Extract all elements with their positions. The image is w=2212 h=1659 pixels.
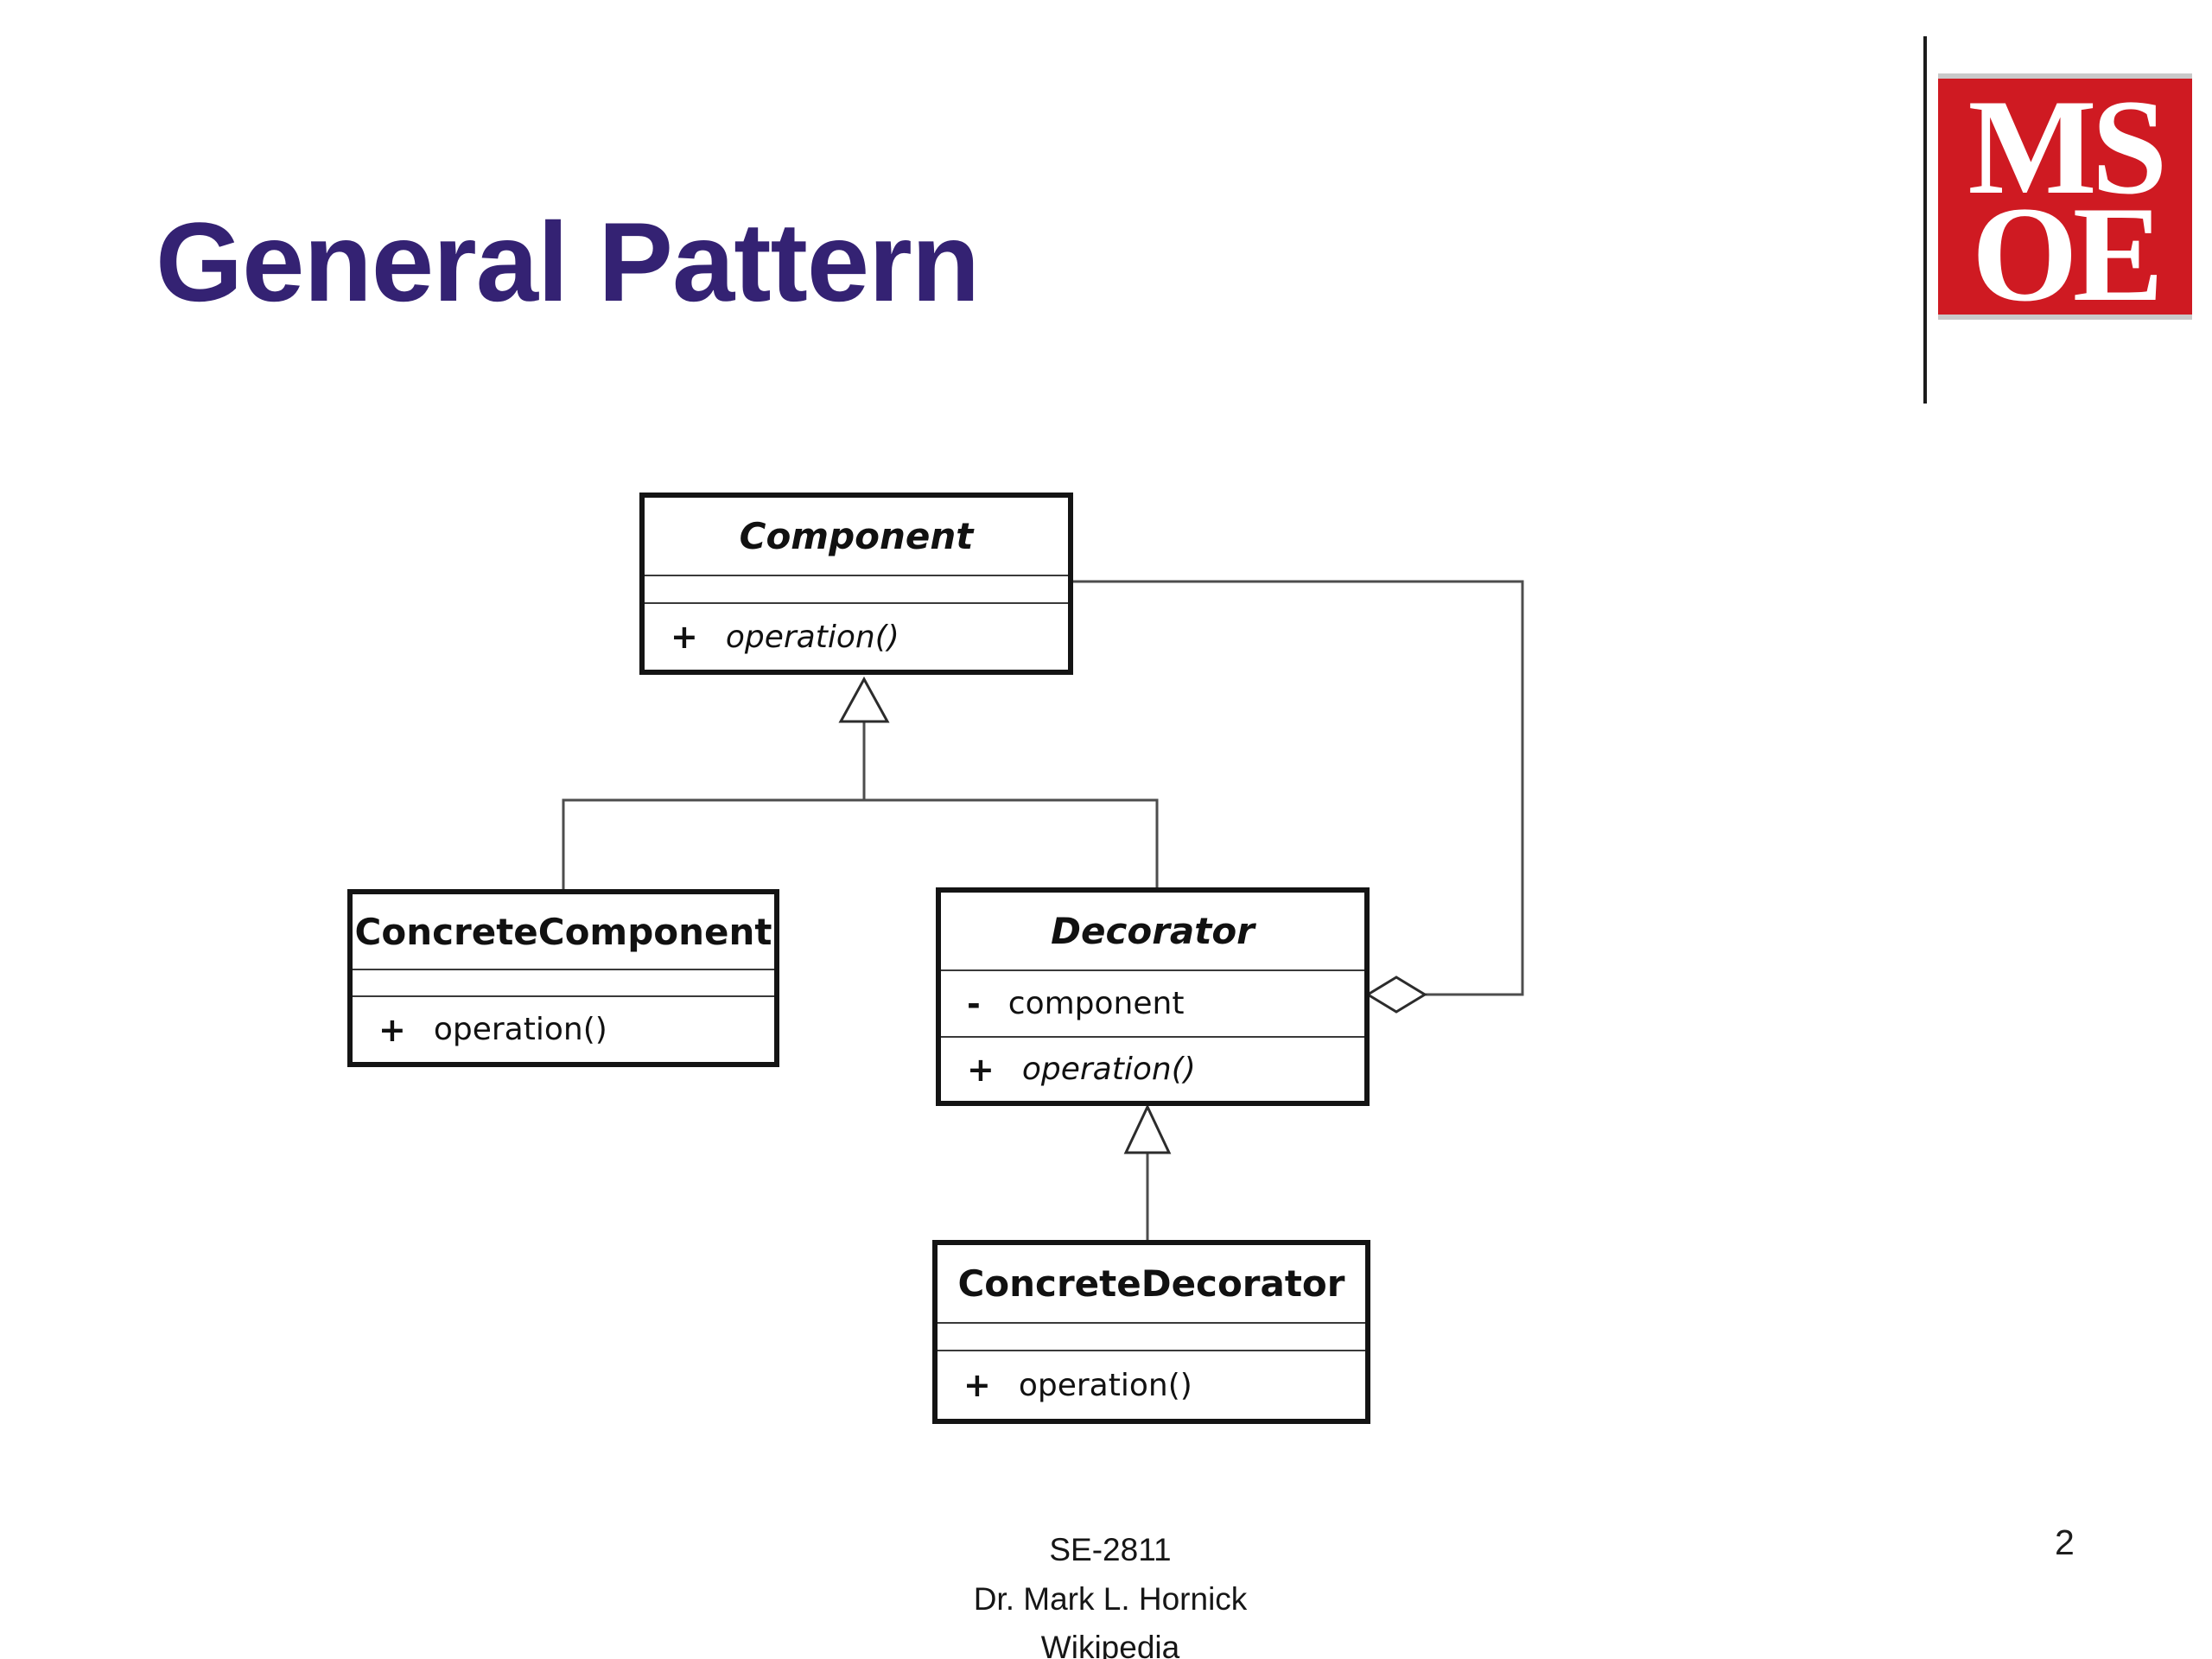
class-operations-row: + operation(): [941, 1038, 1364, 1101]
class-operations-row: + operation(): [938, 1351, 1365, 1419]
class-name-text: ConcreteDecorator: [957, 1262, 1345, 1305]
operation-visibility: +: [671, 618, 698, 656]
class-attributes-row-empty: [353, 970, 774, 997]
footer-course: SE-2811: [1049, 1532, 1172, 1567]
generalization-arrowhead-decorator: [1123, 1103, 1172, 1154]
class-attributes-row: - component: [941, 971, 1364, 1038]
operation-visibility: +: [967, 1050, 995, 1089]
generalization-arrowhead-component: [838, 676, 890, 723]
operation-signature: operation(): [1021, 1052, 1196, 1087]
uml-class-concrete-component: ConcreteComponent + operation(): [347, 889, 779, 1067]
class-attributes-row-empty: [938, 1324, 1365, 1351]
class-name-row: ConcreteDecorator: [938, 1245, 1365, 1324]
class-name-row: Decorator: [941, 893, 1364, 971]
class-name-text: Decorator: [1051, 910, 1255, 952]
uml-class-concrete-decorator: ConcreteDecorator + operation(): [932, 1240, 1370, 1424]
uml-class-decorator: Decorator - component + operation(): [936, 887, 1370, 1106]
page-number: 2: [2055, 1522, 2075, 1562]
class-name-row: ConcreteComponent: [353, 894, 774, 970]
msoe-logo-line-top: MS: [1967, 72, 2168, 224]
class-name-row: Component: [645, 498, 1068, 576]
slide-footer: SE-2811 Dr. Mark L. Hornick Wikipedia: [894, 1526, 1326, 1659]
class-name-text: ConcreteComponent: [354, 910, 772, 953]
uml-class-component: Component + operation(): [639, 493, 1073, 675]
attribute-name: component: [1007, 986, 1185, 1021]
operation-signature: operation(): [433, 1012, 607, 1047]
class-name-text: Component: [739, 515, 974, 557]
operation-visibility: +: [963, 1366, 991, 1404]
attribute-visibility: -: [967, 984, 981, 1023]
msoe-logo: MS OE: [1938, 72, 2192, 330]
aggregation-diamond: [1365, 976, 1427, 1014]
page-title: General Pattern: [156, 199, 980, 325]
footer-source: Wikipedia: [1040, 1630, 1180, 1659]
header-divider-rule: [1923, 36, 1927, 404]
class-attributes-row-empty: [645, 576, 1068, 604]
class-operations-row: + operation(): [353, 997, 774, 1062]
class-operations-row: + operation(): [645, 604, 1068, 670]
generalization-branch-line: [562, 798, 1159, 889]
operation-signature: operation(): [1018, 1367, 1192, 1403]
operation-signature: operation(): [725, 619, 899, 655]
msoe-logo-line-bottom: OE: [1971, 178, 2164, 330]
footer-author: Dr. Mark L. Hornick: [973, 1580, 1248, 1617]
operation-visibility: +: [378, 1010, 406, 1049]
